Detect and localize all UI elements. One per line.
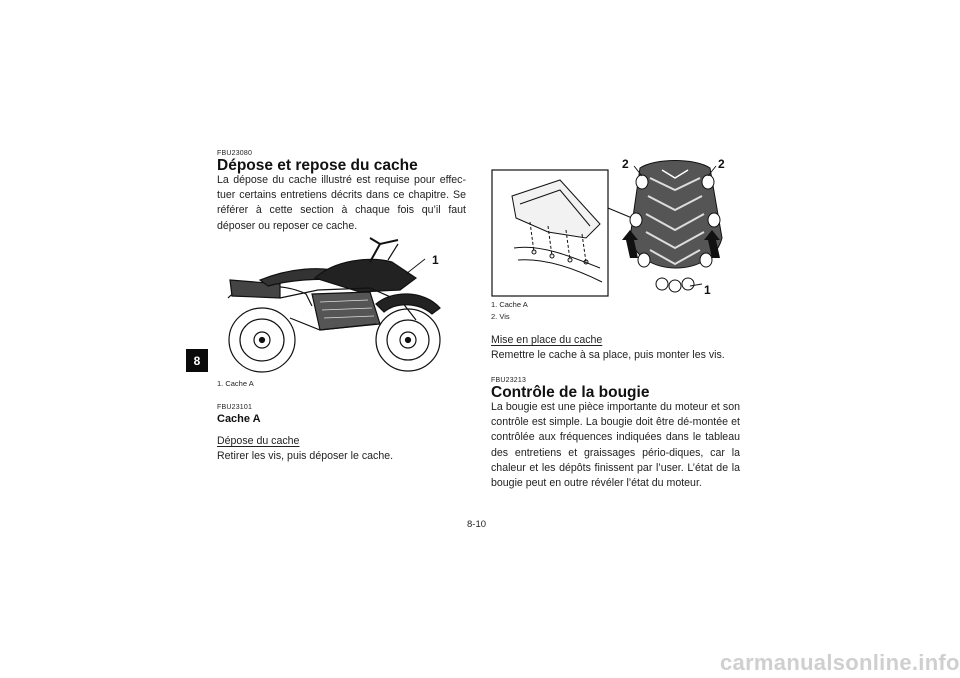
figure2-caption-1: 1. Cache A bbox=[491, 300, 528, 309]
spark-plug-heading: Contrôle de la bougie bbox=[491, 384, 650, 401]
subsection-heading: Cache A bbox=[217, 413, 261, 425]
removal-paragraph: Retirer les vis, puis déposer le cache. bbox=[217, 450, 394, 462]
figure1-caption: 1. Cache A bbox=[217, 379, 254, 388]
section-code-2: FBU23101 bbox=[217, 404, 253, 411]
watermark: carmanualsonline.info bbox=[720, 650, 960, 675]
section-heading: Dépose et repose du cache bbox=[217, 157, 418, 174]
figure2-callout-1: 1 bbox=[704, 283, 711, 297]
install-subheading: Mise en place du cache bbox=[491, 334, 603, 346]
removal-subheading: Dépose du cache bbox=[217, 435, 300, 447]
cover-illustration: 2 2 1 bbox=[490, 148, 742, 300]
section-code: FBU23080 bbox=[217, 150, 253, 157]
figure2-caption-2: 2. Vis bbox=[491, 312, 510, 321]
install-paragraph: Remettre le cache à sa place, puis monte… bbox=[491, 349, 725, 361]
chapter-tab: 8 bbox=[186, 349, 208, 372]
section-code-3: FBU23213 bbox=[491, 377, 527, 384]
spark-plug-paragraph: La bougie est une pièce importante du mo… bbox=[491, 401, 740, 490]
page-number: 8-10 bbox=[467, 519, 487, 530]
atv-illustration: 1 bbox=[220, 232, 465, 380]
intro-paragraph: La dépose du cache illustré est requise … bbox=[217, 174, 466, 232]
figure2-callout-2-right: 2 bbox=[718, 157, 725, 171]
figure1-callout-1: 1 bbox=[432, 253, 439, 267]
figure2-callout-2-left: 2 bbox=[622, 157, 629, 171]
